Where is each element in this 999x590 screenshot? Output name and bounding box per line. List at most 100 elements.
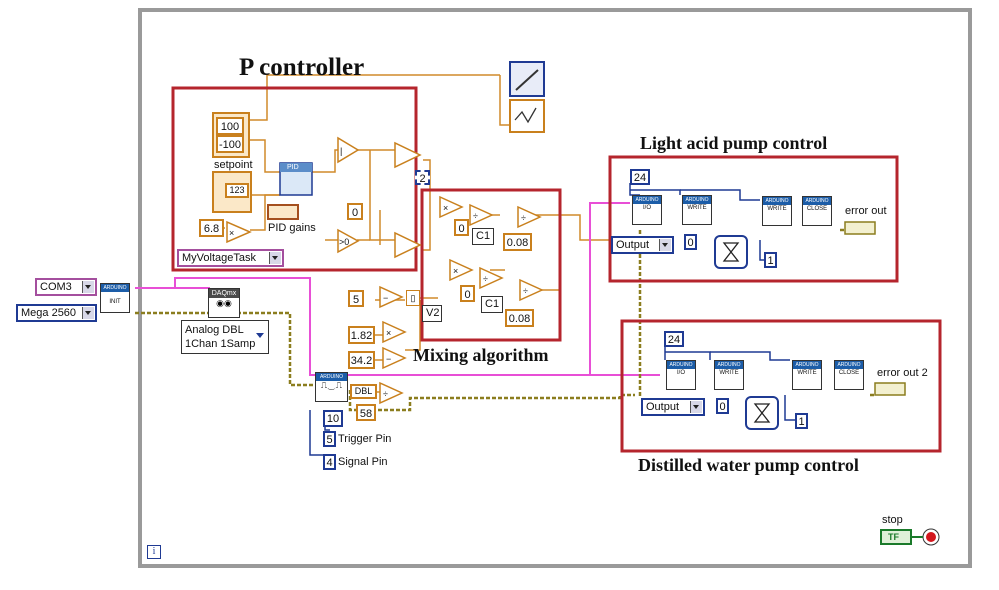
- dw-1-constant[interactable]: 1: [795, 413, 808, 429]
- svg-text:×: ×: [229, 228, 234, 238]
- board-control[interactable]: Mega 2560: [16, 304, 97, 322]
- arduino-header: ARDUINO: [633, 196, 661, 204]
- mix-mult-3: [382, 320, 407, 344]
- mix-div-2: [517, 205, 542, 229]
- la-write-block-2[interactable]: ARDUINO WRITE: [762, 196, 792, 226]
- la-write-text-1: WRITE: [687, 205, 707, 211]
- init-text: INIT: [109, 299, 121, 305]
- mixing-highlight: [420, 188, 562, 342]
- distilled-title: Distilled water pump control: [638, 455, 859, 475]
- chevron-down-icon[interactable]: [256, 333, 264, 338]
- daq-mode-line1: Analog DBL: [185, 324, 244, 336]
- mix-58-constant[interactable]: 58: [356, 404, 376, 421]
- mix-div-1: [469, 203, 494, 227]
- board-text: Mega 2560: [21, 307, 77, 319]
- svg-text:÷: ÷: [523, 286, 528, 296]
- pin-4-constant[interactable]: 4: [323, 454, 336, 470]
- mix-sub-1: [379, 285, 404, 309]
- mix-182-constant[interactable]: 1.82: [348, 326, 375, 344]
- la-close-block[interactable]: ARDUINO CLOSE: [802, 196, 832, 226]
- select-node-1: [394, 141, 422, 169]
- pid-gains-control[interactable]: [267, 204, 299, 220]
- info-text: i: [152, 546, 156, 557]
- voltage-task-control[interactable]: MyVoltageTask: [177, 249, 284, 267]
- gain-constant[interactable]: 6.8: [199, 219, 224, 237]
- mix-008-2[interactable]: 0.08: [505, 309, 534, 327]
- com-port-control[interactable]: COM3: [35, 278, 97, 296]
- dw-write-text-1: WRITE: [719, 370, 739, 376]
- p-controller-title: P controller: [239, 54, 365, 81]
- arduino-header: ARDUINO: [835, 361, 863, 369]
- arduino-init-block[interactable]: ARDUINO INIT: [100, 283, 130, 313]
- info-icon[interactable]: i: [147, 545, 161, 559]
- mix-zero-1[interactable]: 0: [454, 219, 469, 236]
- mix-abs-block: ▯: [406, 290, 420, 306]
- chevron-down-icon[interactable]: [659, 239, 671, 251]
- error-out-2-label: error out 2: [877, 367, 928, 379]
- zero-constant[interactable]: 0: [347, 203, 363, 220]
- svg-text:|: |: [340, 146, 342, 156]
- two-indicator: 2: [415, 170, 430, 185]
- error-out-indicator: [844, 221, 876, 235]
- mix-sub-2: [382, 346, 407, 370]
- mix-342-constant[interactable]: 34.2: [348, 351, 375, 369]
- chevron-down-icon[interactable]: [269, 252, 281, 264]
- while-loop-frame: [138, 8, 972, 568]
- la-io-text: I/O: [642, 205, 651, 211]
- daqmx-read-block[interactable]: DAQmx ◉◉: [208, 288, 240, 318]
- svg-text:÷: ÷: [483, 274, 488, 284]
- dbl-conversion: DBL: [350, 384, 377, 399]
- arduino-header: ARDUINO: [763, 197, 791, 205]
- node-symbols: × | >0 × ÷ ÷ × ÷ ÷ − × − ÷: [229, 146, 528, 399]
- la-write-block-1[interactable]: ARDUINO WRITE: [682, 195, 712, 225]
- la-1-constant[interactable]: 1: [764, 252, 777, 268]
- setpoint-value[interactable]: 123: [225, 183, 249, 198]
- mix-008-1[interactable]: 0.08: [503, 233, 532, 251]
- pin-10-constant[interactable]: 10: [323, 410, 343, 427]
- dw-0-constant[interactable]: 0: [716, 398, 729, 414]
- svg-text:>0: >0: [339, 237, 349, 247]
- mix-v2-label: V2: [422, 305, 442, 322]
- limit-high-constant[interactable]: 100: [216, 117, 244, 135]
- chart-icon[interactable]: [509, 99, 545, 133]
- mix-5-constant[interactable]: 5: [348, 290, 364, 307]
- tf-label: TF: [888, 532, 899, 542]
- dw-write-block-1[interactable]: ARDUINO WRITE: [714, 360, 744, 390]
- stop-label: stop: [882, 514, 903, 526]
- error-out-2-indicator: [874, 382, 906, 396]
- limit-low-constant[interactable]: -100: [216, 135, 244, 153]
- pid-gains-label: PID gains: [268, 222, 316, 234]
- signal-pin-label: Signal Pin: [338, 456, 388, 468]
- mix-div-4: [519, 278, 544, 302]
- dw-io-text: I/O: [676, 370, 685, 376]
- la-0-constant[interactable]: 0: [684, 234, 697, 250]
- la-close-text: CLOSE: [806, 206, 828, 212]
- voltage-task-text: MyVoltageTask: [182, 252, 256, 264]
- dw-close-block[interactable]: ARDUINO CLOSE: [834, 360, 864, 390]
- trigger-pin-label: Trigger Pin: [338, 433, 392, 445]
- la-io-block[interactable]: ARDUINO I/O: [632, 195, 662, 225]
- dw-io-block[interactable]: ARDUINO I/O: [666, 360, 696, 390]
- chevron-down-icon[interactable]: [690, 401, 702, 413]
- mix-c1-2: C1: [481, 296, 503, 313]
- dw-24-constant[interactable]: 24: [664, 331, 684, 347]
- mix-c1-1: C1: [472, 228, 494, 245]
- mix-zero-2[interactable]: 0: [460, 285, 475, 302]
- dw-output-selector[interactable]: Output: [641, 398, 705, 416]
- la-output-text: Output: [616, 239, 650, 251]
- arduino-header: ARDUINO: [803, 197, 831, 205]
- chevron-down-icon[interactable]: [82, 307, 94, 319]
- pin-5-constant[interactable]: 5: [323, 431, 336, 447]
- svg-text:×: ×: [443, 203, 448, 213]
- la-24-constant[interactable]: 24: [630, 169, 650, 185]
- com-port-text: COM3: [40, 281, 72, 293]
- la-output-selector[interactable]: Output: [611, 236, 674, 254]
- setpoint-label: setpoint: [214, 159, 253, 171]
- daq-mode-selector[interactable]: Analog DBL 1Chan 1Samp: [181, 320, 269, 354]
- svg-text:÷: ÷: [521, 213, 526, 223]
- arduino-ultrasonic-block[interactable]: ARDUINO ⎍‿⎍: [315, 372, 348, 402]
- dw-write-block-2[interactable]: ARDUINO WRITE: [792, 360, 822, 390]
- chevron-down-icon[interactable]: [82, 281, 94, 293]
- multiply-node-gain: [226, 220, 252, 244]
- select-node-2: [394, 231, 422, 259]
